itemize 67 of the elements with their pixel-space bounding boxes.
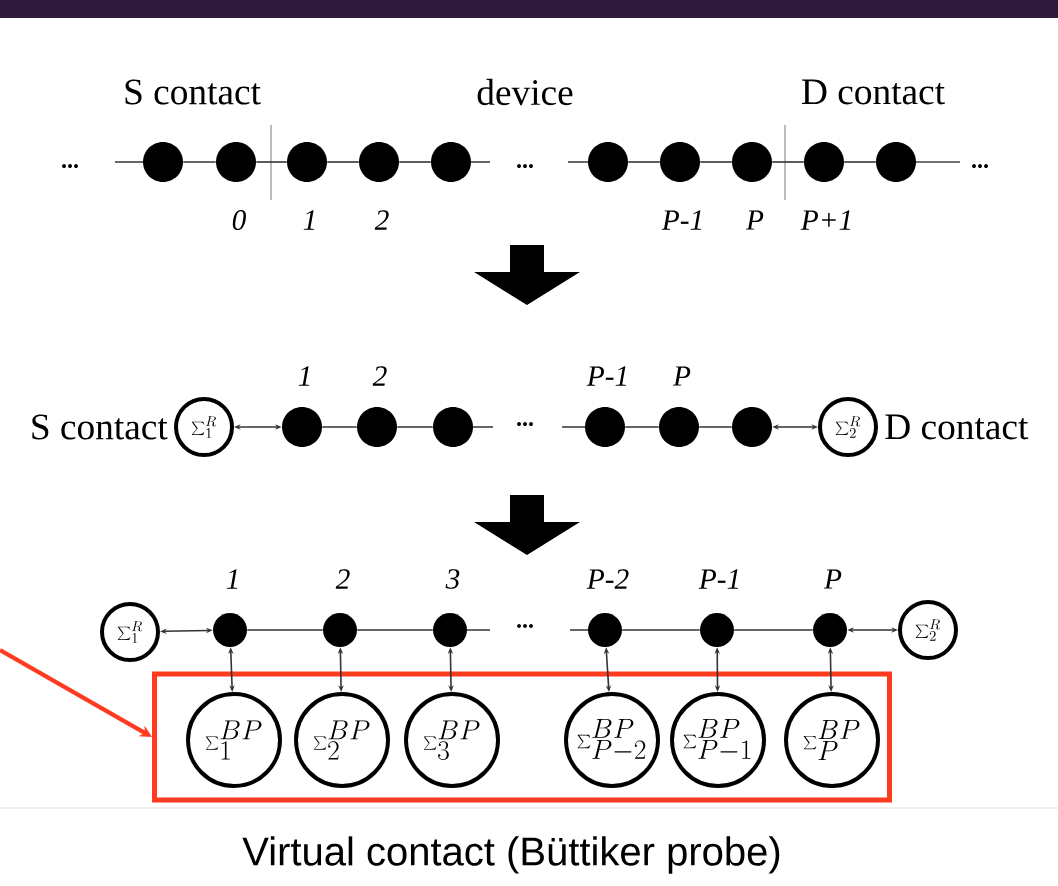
connector-line <box>255 161 288 163</box>
contact-label: S contact <box>32 414 168 440</box>
site-dot <box>323 613 357 647</box>
site-index: 0 <box>232 210 246 230</box>
site-dot <box>433 613 467 647</box>
site-index: P <box>823 569 842 589</box>
connector-line <box>398 161 432 163</box>
site-index: 1 <box>226 569 238 589</box>
site-index: P-1 <box>698 569 739 589</box>
contact-label: D contact <box>885 414 1029 440</box>
site-index: P <box>672 366 691 386</box>
site-dot <box>813 613 847 647</box>
connector-line <box>624 426 660 428</box>
site-index: 2 <box>374 210 389 230</box>
connector-line <box>627 161 661 163</box>
site-dot <box>216 142 256 182</box>
connector-line <box>326 161 360 163</box>
site-index: 1 <box>303 210 315 230</box>
site-dot <box>282 407 322 447</box>
site-dot <box>143 142 183 182</box>
site-dot <box>588 613 622 647</box>
site-dot <box>357 407 397 447</box>
site-dot <box>700 613 734 647</box>
connector-line <box>771 161 805 163</box>
site-dot <box>804 142 844 182</box>
connector-line <box>621 629 701 631</box>
ellipsis: ... <box>517 164 533 168</box>
site-dot <box>585 407 625 447</box>
site-dot <box>588 142 628 182</box>
region-label: device <box>477 78 573 106</box>
site-index: 3 <box>445 569 460 589</box>
site-dot <box>876 142 916 182</box>
site-index: P+1 <box>800 210 851 230</box>
site-dot <box>431 142 471 182</box>
connector-line <box>356 629 434 631</box>
site-index: 1 <box>298 366 310 386</box>
connector-line <box>321 426 358 428</box>
site-index: 2 <box>335 569 350 589</box>
connector-line <box>733 629 814 631</box>
region-label: D contact <box>802 79 945 105</box>
highlight-box <box>152 671 892 803</box>
ellipsis: ... <box>517 624 533 628</box>
connector-line <box>396 426 434 428</box>
connector-line <box>843 161 877 163</box>
caption: Virtual contact (Büttiker probe) <box>242 836 780 874</box>
connector-line <box>699 161 733 163</box>
site-dot <box>433 407 473 447</box>
site-index: P <box>745 210 764 230</box>
ellipsis: ... <box>972 164 988 168</box>
site-dot <box>287 142 327 182</box>
site-index: P-1 <box>661 210 702 230</box>
site-dot <box>359 142 399 182</box>
ellipsis: ... <box>517 422 533 426</box>
site-index: P-2 <box>586 569 629 589</box>
site-dot <box>659 407 699 447</box>
site-dot <box>732 142 772 182</box>
region-label: S contact <box>125 79 261 105</box>
site-dot <box>732 407 772 447</box>
ellipsis: ... <box>62 164 78 168</box>
site-dot <box>660 142 700 182</box>
connector-line <box>698 426 733 428</box>
connector-line <box>182 161 217 163</box>
site-index: P-1 <box>586 366 627 386</box>
site-index: 2 <box>372 366 387 386</box>
connector-line <box>246 629 324 631</box>
site-dot <box>213 613 247 647</box>
arrow <box>0 648 152 737</box>
